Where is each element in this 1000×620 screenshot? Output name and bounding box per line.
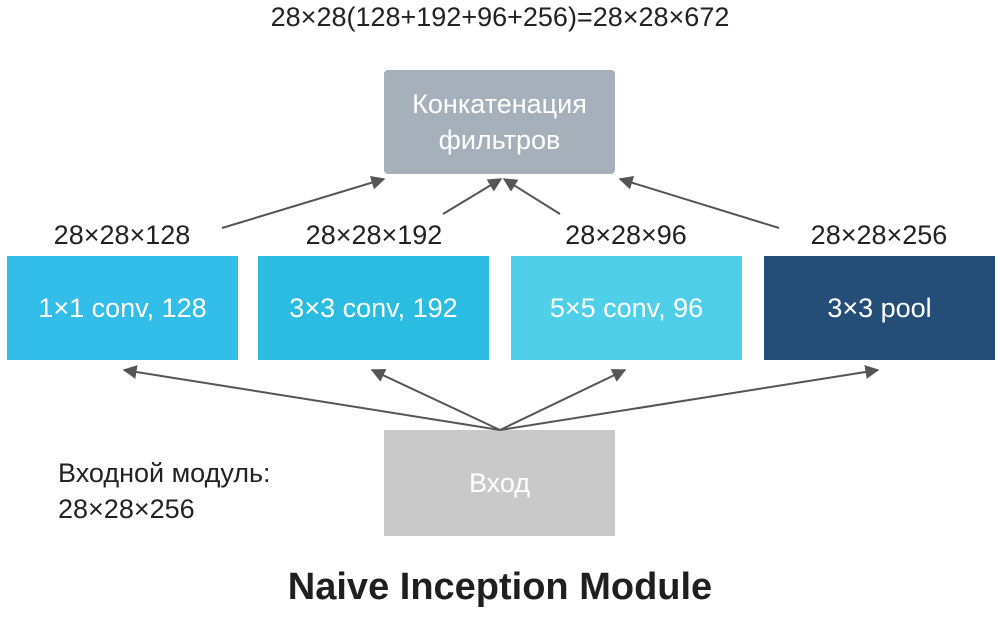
- arrow-input-to-pool: [499, 365, 880, 431]
- arrow-3x3-to-concat: [442, 178, 503, 215]
- branch-3x3-conv-label: 3×3 conv, 192: [289, 293, 458, 323]
- branch-5x5-conv-label: 5×5 conv, 96: [549, 293, 704, 323]
- output-formula: 28×28(128+192+96+256)=28×28×672: [270, 2, 730, 32]
- diagram-title: Naive Inception Module: [287, 566, 713, 608]
- branch-3x3-pool-label: 3×3 pool: [827, 293, 932, 323]
- concat-label-line-2: фильтров: [438, 125, 561, 155]
- concat-label-line-1: Конкатенация: [412, 89, 587, 119]
- input-box: Вход: [384, 430, 615, 536]
- arrow-input-to-5x5: [499, 369, 627, 431]
- arrow-input-to-1x1: [122, 365, 501, 431]
- branch-pool-output-dims: 28×28×256: [810, 220, 948, 250]
- branch-1x1-output-dims: 28×28×128: [53, 220, 191, 250]
- branch-3x3-conv-box: 3×3 conv, 192: [258, 256, 489, 360]
- arrow-5x5-to-concat: [502, 178, 561, 215]
- arrow-pool-to-concat: [618, 176, 780, 229]
- branch-3x3-pool-box: 3×3 pool: [764, 256, 995, 360]
- branch-1x1-conv-label: 1×1 conv, 128: [38, 293, 207, 323]
- input-label: Вход: [468, 468, 531, 498]
- input-module-note: Входной модуль: 28×28×256: [58, 455, 271, 527]
- arrow-1x1-to-concat: [221, 175, 386, 229]
- input-note-line-2: 28×28×256: [58, 494, 195, 524]
- filter-concatenation-box: Конкатенация фильтров: [384, 70, 615, 174]
- input-note-line-1: Входной модуль:: [58, 458, 271, 488]
- branch-1x1-conv-box: 1×1 conv, 128: [7, 256, 238, 360]
- branch-5x5-conv-box: 5×5 conv, 96: [511, 256, 742, 360]
- arrow-input-to-3x3: [370, 369, 501, 431]
- branch-5x5-output-dims: 28×28×96: [565, 220, 687, 250]
- branch-3x3-output-dims: 28×28×192: [305, 220, 443, 250]
